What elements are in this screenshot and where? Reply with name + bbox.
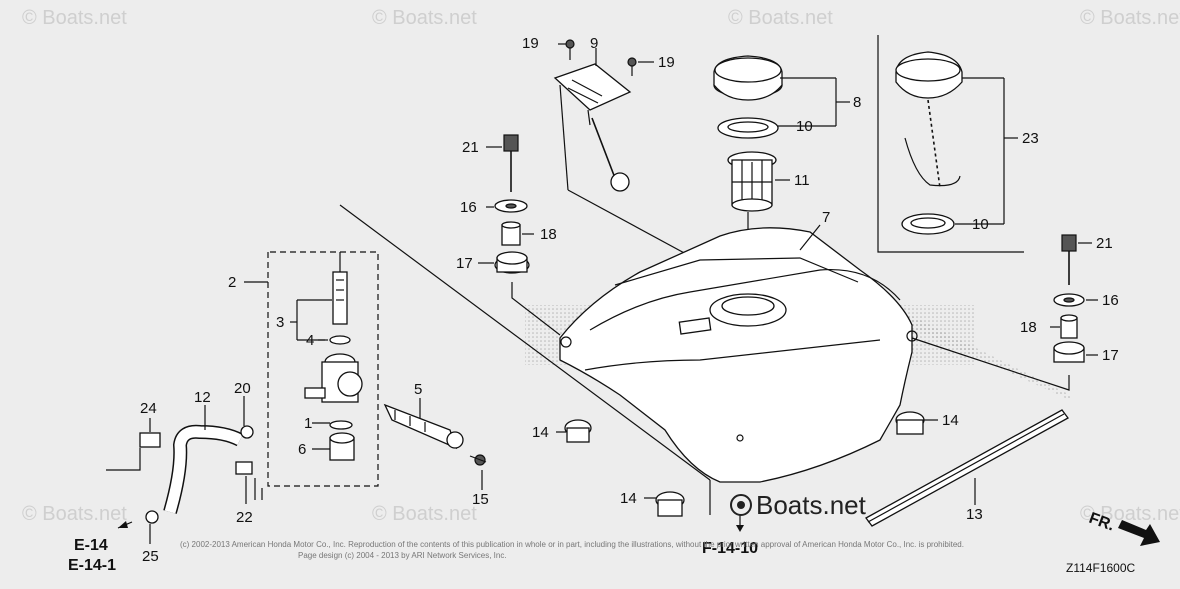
fuel-cap: [713, 55, 783, 101]
callout-3: 3: [276, 314, 284, 331]
watermark: © Boats.net: [22, 7, 127, 29]
fuel-cock-lever: [383, 403, 464, 450]
fuel-gauge-sender: [553, 63, 689, 325]
callout-19: 19: [658, 54, 675, 71]
callout-25: 25: [142, 548, 159, 565]
callout-16: 16: [1102, 292, 1119, 309]
screw-19-right: [627, 57, 637, 76]
fuel-cap-with-tether: [895, 51, 963, 235]
hose-clip-25: [145, 510, 159, 524]
mount-bolt-right: [911, 234, 1085, 391]
cap-gasket: [717, 117, 779, 139]
hose-clip-24: [139, 432, 161, 448]
mount-bolt-left: [494, 134, 561, 336]
fuel-hose: [163, 424, 244, 514]
callout-6: 6: [298, 441, 306, 458]
fuel-strainer: [727, 151, 777, 300]
screw-19-left: [565, 39, 575, 60]
fuel-cock-assembly: [304, 252, 363, 461]
callout-8: 8: [853, 94, 861, 111]
callout-21: 21: [1096, 235, 1113, 252]
callout-19: 19: [522, 35, 539, 52]
tank-cushion-right: [895, 411, 925, 435]
hose-clip-22: [235, 461, 253, 475]
callout-10: 10: [796, 118, 813, 135]
tank-cushion-left: [564, 419, 592, 443]
callout-10: 10: [972, 216, 989, 233]
reference-e14[interactable]: E-14: [74, 537, 108, 554]
callout-18: 18: [1020, 319, 1037, 336]
tank-band: [865, 409, 1069, 527]
callout-14: 14: [532, 424, 549, 441]
assembly-bracket: [267, 251, 379, 487]
callout-1: 1: [304, 415, 312, 432]
callout-11: 11: [794, 172, 810, 189]
callout-13: 13: [966, 506, 983, 523]
copyright-line: (c) 2002-2013 American Honda Motor Co., …: [180, 540, 964, 549]
boats-net-logo: Boats.net: [730, 490, 867, 520]
callout-17: 17: [456, 255, 473, 272]
callout-14: 14: [942, 412, 959, 429]
watermark: © Boats.net: [22, 503, 127, 525]
reference-f14-10[interactable]: F-14-10: [702, 540, 758, 557]
diagram-code: Z114F1600C: [1066, 561, 1135, 575]
svg-text:Boats.net: Boats.net: [756, 490, 867, 520]
leader-lines: [106, 43, 1098, 544]
callout-2: 2: [228, 274, 236, 291]
watermark: © Boats.net: [372, 7, 477, 29]
copyright-line: Page design (c) 2004 - 2013 by ARI Netwo…: [298, 551, 507, 560]
callout-9: 9: [590, 35, 598, 52]
watermark-layer: © Boats.net © Boats.net © Boats.net © Bo…: [22, 7, 1180, 525]
callout-12: 12: [194, 389, 211, 406]
watermark: © Boats.net: [728, 7, 833, 29]
watermark: © Boats.net: [1080, 503, 1180, 525]
callout-24: 24: [140, 400, 157, 417]
callout-7: 7: [822, 209, 830, 226]
watermark: © Boats.net: [1080, 7, 1180, 29]
callout-22: 22: [236, 509, 253, 526]
callout-4: 4: [306, 332, 314, 349]
callout-5: 5: [414, 381, 422, 398]
inset-frame: [877, 35, 1024, 253]
tank-cushion-bottom: [655, 491, 685, 517]
callout-21: 21: [462, 139, 479, 156]
callout-20: 20: [234, 380, 251, 397]
callout-14: 14: [620, 490, 637, 507]
fuel-tank: [559, 227, 918, 483]
callout-23: 23: [1022, 130, 1039, 147]
callout-15: 15: [472, 491, 489, 508]
hose-clip-20: [240, 425, 254, 439]
callout-16: 16: [460, 199, 477, 216]
reference-e14-1[interactable]: E-14-1: [68, 557, 116, 574]
screw-15: [469, 454, 487, 466]
callout-18: 18: [540, 226, 557, 243]
callout-labels: 1 2 3 4 5 6 7 8 9 10 10 11 12 13 14 14 1…: [140, 35, 1119, 565]
callout-17: 17: [1102, 347, 1119, 364]
watermark: © Boats.net: [372, 503, 477, 525]
